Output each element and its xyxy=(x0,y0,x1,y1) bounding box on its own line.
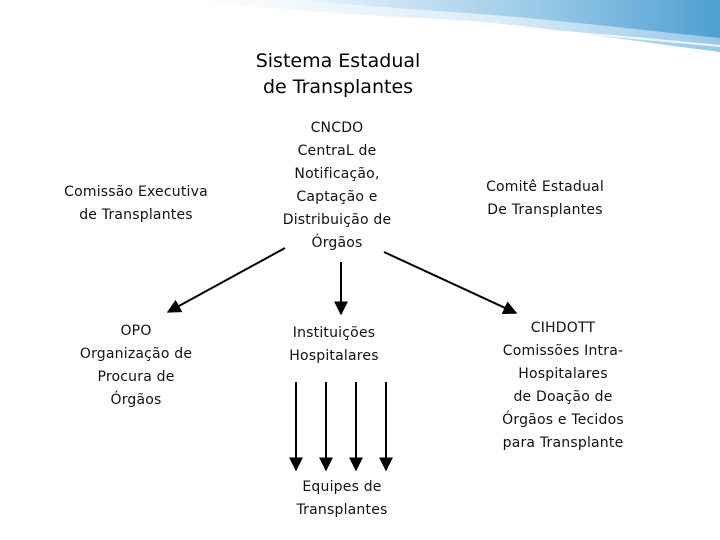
node-comissao-executiva: Comissão Executiva de Transplantes xyxy=(46,181,226,227)
node-instituicoes: Instituições Hospitalares xyxy=(269,322,399,368)
node-comite-estadual: Comitê Estadual De Transplantes xyxy=(465,176,625,222)
diagram-title: Sistema Estadual de Transplantes xyxy=(238,48,438,100)
node-cihdott: CIHDOTT Comissões Intra- Hospitalares de… xyxy=(483,317,643,455)
header-banner xyxy=(180,0,720,52)
node-cncdo: CNCDO CentraL de Notificação, Captação e… xyxy=(262,117,412,255)
node-opo: OPO Organização de Procura de Órgãos xyxy=(66,320,206,412)
node-equipes: Equipes de Transplantes xyxy=(272,476,412,522)
arrow-to-opo xyxy=(168,248,285,312)
arrow-to-cihdott xyxy=(384,252,516,313)
